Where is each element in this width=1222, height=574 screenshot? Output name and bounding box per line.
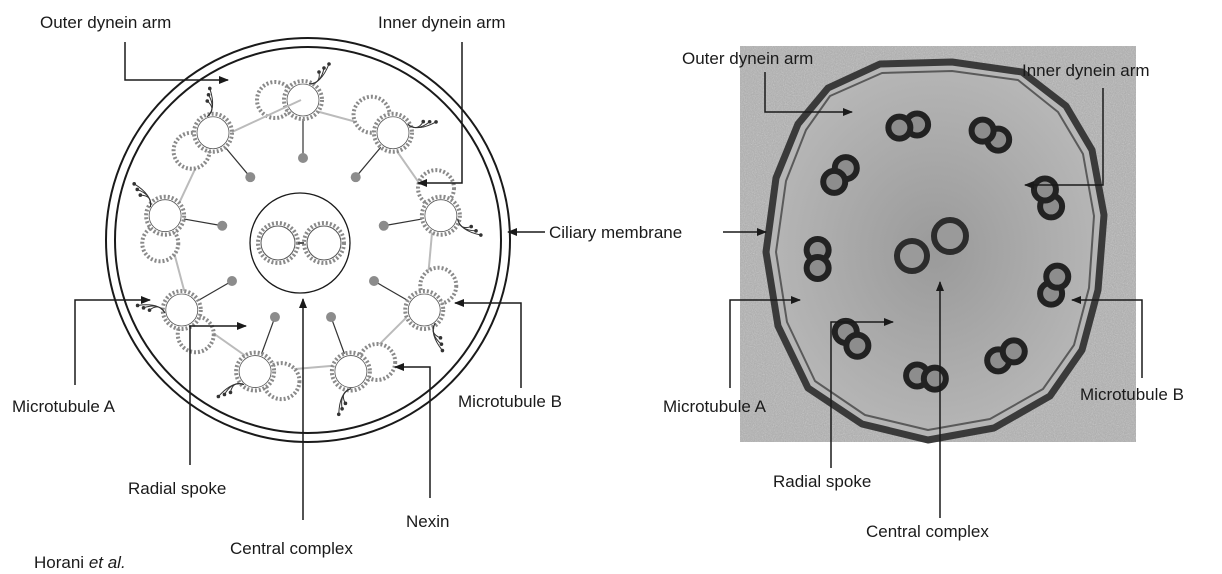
micrograph-microtubule-b [846, 335, 868, 357]
label-central-complex-right: Central complex [866, 523, 989, 540]
radial-spoke-line [225, 147, 251, 178]
dynein-arm-tip [132, 182, 136, 186]
dynein-arm-tip [344, 402, 348, 406]
dynein-arm-tip [421, 120, 425, 124]
dynein-arm-tip [229, 391, 233, 395]
dynein-arm-tip [135, 188, 139, 192]
label-microtubule-a-left: Microtubule A [12, 398, 115, 415]
radial-spoke-head [351, 172, 361, 182]
dynein-arm-tip [136, 304, 140, 308]
label-microtubule-b-right: Microtubule B [1080, 386, 1184, 403]
radial-spoke-head [227, 276, 237, 286]
dynein-arm-tip [469, 225, 473, 229]
dynein-arm-tip [142, 306, 146, 310]
figure-credit: Horani et al. [34, 554, 126, 571]
central-microtubule-left [258, 223, 298, 263]
label-central-complex-left: Central complex [230, 540, 353, 557]
microtubule-a [405, 291, 443, 329]
microtubule-b-leader-left [455, 303, 521, 388]
micrograph-microtubule-b [823, 171, 845, 193]
microtubule-a [374, 114, 412, 152]
radial-spoke-head [217, 221, 227, 231]
dynein-arm-tip [440, 342, 444, 346]
radial-spoke-line [183, 219, 222, 226]
label-microtubule-a-right: Microtubule A [663, 398, 766, 415]
micrograph-microtubule-b [924, 368, 946, 390]
microtubule-a [332, 353, 370, 391]
micrograph-microtubule-b [888, 117, 910, 139]
microtubule-a [146, 197, 184, 235]
dynein-arm-tip [340, 407, 344, 411]
dynein-arm-tip [217, 395, 221, 399]
dynein-arm-tip [322, 66, 326, 70]
micrograph-microtubule-b [1046, 266, 1068, 288]
dynein-arm-tip [317, 70, 321, 74]
radial-spoke-line [384, 219, 423, 226]
credit-authors: Horani [34, 553, 84, 572]
label-inner-dynein-arm-right: Inner dynein arm [1022, 62, 1150, 79]
dynein-arm-tip [223, 393, 227, 397]
radial-spoke-head [369, 276, 379, 286]
radial-spoke-line [356, 147, 382, 178]
dynein-arm-tip [474, 229, 478, 233]
schematic-diagram [106, 38, 510, 442]
radial-spoke-line [197, 281, 232, 301]
dynein-arm-tip [337, 412, 341, 416]
dynein-arm-tip [428, 120, 432, 124]
label-ciliary-membrane: Ciliary membrane [549, 224, 682, 241]
microtubule-a [422, 197, 460, 235]
micrograph-microtubule-b [972, 120, 994, 142]
dynein-arm-tip [207, 93, 211, 97]
label-microtubule-b-left: Microtubule B [458, 393, 562, 410]
label-outer-dynein-arm-right: Outer dynein arm [682, 50, 813, 67]
micrograph-central-left [897, 241, 927, 271]
dynein-arm-tip [434, 120, 438, 124]
radial-spoke-line [261, 317, 275, 355]
micrograph-central-right [934, 220, 966, 252]
dynein-arm-tip [327, 62, 331, 66]
label-outer-dynein-arm-left: Outer dynein arm [40, 14, 171, 31]
electron-micrograph [740, 46, 1136, 442]
radial-spoke-head [270, 312, 280, 322]
label-radial-spoke-left: Radial spoke [128, 480, 226, 497]
micrograph-microtubule-b [1034, 178, 1056, 200]
radial-spoke-head [326, 312, 336, 322]
micrograph-microtubule-b [1003, 340, 1025, 362]
dynein-arm-tip [208, 87, 212, 91]
radial-spoke-line [374, 281, 409, 301]
microtubule-a [194, 114, 232, 152]
inner-dynein-arm-leader [418, 42, 462, 183]
dynein-arm-tip [441, 349, 445, 353]
microtubule-a [284, 81, 322, 119]
dynein-arm-strand [140, 195, 150, 207]
nexin-leader [395, 367, 430, 498]
dynein-arm-tip [479, 233, 483, 237]
microtubule-a [163, 291, 201, 329]
radial-spoke-head [379, 221, 389, 231]
label-radial-spoke-right: Radial spoke [773, 473, 871, 490]
microtubule-a-leader-left [75, 300, 150, 385]
credit-et-al: et al. [89, 553, 126, 572]
micrograph-microtubule-b [807, 257, 829, 279]
dynein-arm-tip [148, 308, 152, 312]
label-nexin: Nexin [406, 513, 449, 530]
dynein-arm-tip [205, 99, 209, 103]
dynein-arm-tip [439, 336, 443, 340]
label-inner-dynein-arm-left: Inner dynein arm [378, 14, 506, 31]
dynein-arm-tip [139, 193, 143, 197]
radial-spoke-head [245, 172, 255, 182]
central-microtubule-right [304, 223, 344, 263]
radial-spoke-line [331, 317, 345, 355]
radial-spoke-head [298, 153, 308, 163]
microtubule-a [236, 353, 274, 391]
